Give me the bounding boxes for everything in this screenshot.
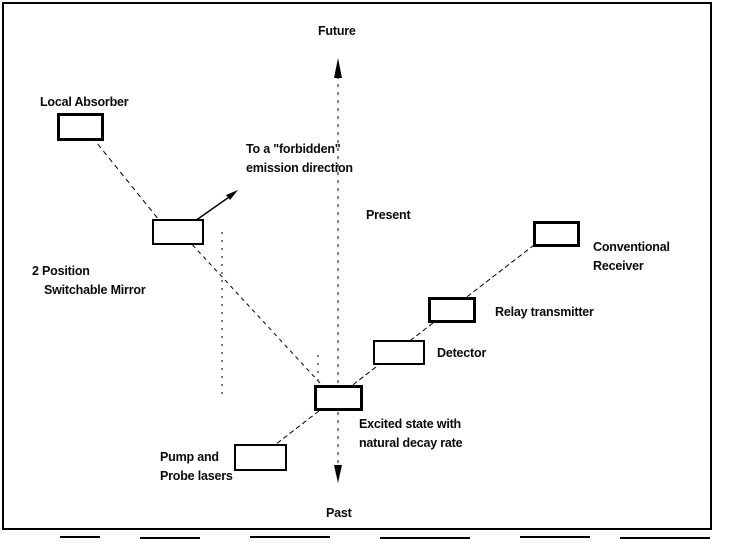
- forbidden-direction-line-1: To a "forbidden": [246, 142, 341, 156]
- excited-state-line-2: natural decay rate: [359, 436, 463, 450]
- forbidden-direction-line-2: emission direction: [246, 161, 353, 175]
- diagram-frame: [2, 2, 712, 530]
- conventional-receiver-line-1: Conventional: [593, 240, 670, 254]
- switchable-mirror-line-2: Switchable Mirror: [44, 283, 146, 297]
- excited-state-label: Excited state with natural decay rate: [359, 415, 463, 453]
- forbidden-arrowhead: [226, 190, 238, 200]
- scan-smudge: [380, 537, 470, 539]
- conventional-receiver-line-2: Receiver: [593, 259, 644, 273]
- switchable-mirror-line-1: 2 Position: [32, 264, 90, 278]
- local-absorber-label: Local Absorber: [40, 95, 129, 109]
- past-arrowhead: [334, 465, 342, 483]
- scan-smudge: [140, 537, 200, 539]
- pump-probe-label: Pump and Probe lasers: [160, 448, 233, 486]
- future-arrowhead: [334, 58, 342, 78]
- present-label: Present: [366, 208, 411, 222]
- forbidden-direction-label: To a "forbidden" emission direction: [246, 140, 353, 178]
- future-label: Future: [318, 24, 356, 38]
- switchable-mirror-label: 2 Position Switchable Mirror: [32, 262, 146, 300]
- past-label: Past: [326, 506, 352, 520]
- scan-smudge: [60, 536, 100, 538]
- pump-probe-box: [234, 444, 287, 471]
- detector-label: Detector: [437, 346, 487, 360]
- local-absorber-box: [57, 113, 104, 141]
- relay-transmitter-box: [428, 297, 476, 323]
- switchable-mirror-box: [152, 219, 204, 245]
- excited-state-line-1: Excited state with: [359, 417, 461, 431]
- scan-smudge: [520, 536, 590, 538]
- scan-smudge: [250, 536, 330, 538]
- beam-to-mirror: [187, 239, 321, 384]
- excited-state-box: [314, 385, 363, 411]
- relay-transmitter-label: Relay transmitter: [495, 305, 594, 319]
- pump-probe-line-1: Pump and: [160, 450, 219, 464]
- conventional-receiver-box: [533, 221, 580, 247]
- scan-smudge: [620, 537, 710, 539]
- conventional-receiver-label: Conventional Receiver: [593, 238, 670, 276]
- pump-probe-line-2: Probe lasers: [160, 469, 233, 483]
- detector-box: [373, 340, 425, 365]
